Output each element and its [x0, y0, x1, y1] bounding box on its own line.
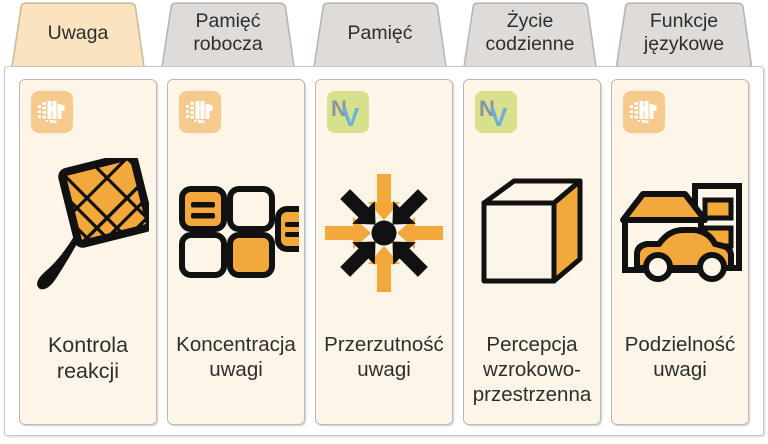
nv-letters-icon: N V: [479, 96, 508, 129]
content-panel: Kontrola reakcji: [4, 66, 764, 436]
tab-shape: [11, 2, 145, 68]
tab-strip: Uwaga Pamięć robocza Pamięć Życie codzie…: [0, 0, 768, 70]
badge-brain-pixel-icon: [31, 91, 73, 133]
car-garage-icon: [620, 183, 742, 282]
tab-shape: [615, 2, 753, 70]
tab-label: Uwaga: [47, 21, 109, 44]
brain-pixel-icon: [630, 101, 657, 123]
tab-pamiec[interactable]: Pamięć: [310, 2, 450, 68]
tab-uwaga[interactable]: Uwaga: [8, 2, 148, 68]
tab-shape: [463, 2, 597, 68]
card-art: [464, 138, 600, 328]
svg-text:V: V: [342, 102, 360, 129]
card-koncentracja-uwagi[interactable]: Koncentracja uwagi: [167, 79, 305, 425]
card-label: Koncentracja uwagi: [176, 333, 296, 381]
nv-letters-icon: N V: [331, 96, 360, 129]
tab-funkcje-jezykowe[interactable]: Funkcje językowe: [612, 2, 756, 70]
tab-label: Pamięć robocza: [193, 10, 263, 55]
card-kontrola-reakcji[interactable]: Kontrola reakcji: [19, 79, 157, 425]
cube-3d-icon: [481, 178, 583, 284]
tab-shape: [161, 2, 295, 68]
card-label: Podzielność uwagi: [624, 333, 736, 381]
tab-label: Życie codzienne: [485, 10, 575, 55]
flyswatter-icon: [37, 158, 149, 290]
grid-squares-icon: [178, 186, 299, 278]
badge-nv-letters-icon: N V: [475, 91, 517, 133]
card-label: Kontrola reakcji: [47, 333, 129, 384]
card-label: Percepcja wzrokowo- przestrzenna: [472, 333, 592, 406]
brain-pixel-icon: [38, 101, 65, 123]
tab-label: Funkcje językowe: [643, 10, 725, 55]
tab-zycie-codzienne[interactable]: Życie codzienne: [460, 2, 600, 68]
svg-text:V: V: [490, 102, 508, 129]
tab-pamiec-robocza[interactable]: Pamięć robocza: [158, 2, 298, 68]
card-art: [316, 138, 452, 328]
card-podzielnosc-uwagi[interactable]: Podzielność uwagi: [611, 79, 749, 425]
tab-label: Pamięć: [347, 21, 413, 44]
card-przerzutnosc-uwagi[interactable]: N V: [315, 79, 453, 425]
card-art: [20, 138, 156, 328]
badge-nv-letters-icon: N V: [327, 91, 369, 133]
svg-text:N: N: [479, 96, 495, 121]
tab-shape: [313, 2, 447, 68]
brain-pixel-icon: [186, 101, 213, 123]
card-art: [168, 138, 304, 328]
badge-brain-pixel-icon: [623, 91, 665, 133]
card-percepcja-wzrokowo-przestrzenna[interactable]: N V Percepcja wzrokowo- przestrzenna: [463, 79, 601, 425]
card-label: Przerzutność uwagi: [324, 333, 444, 381]
card-art: [612, 138, 748, 328]
converging-arrows-icon: [325, 174, 443, 292]
svg-text:N: N: [331, 96, 347, 121]
badge-brain-pixel-icon: [179, 91, 221, 133]
